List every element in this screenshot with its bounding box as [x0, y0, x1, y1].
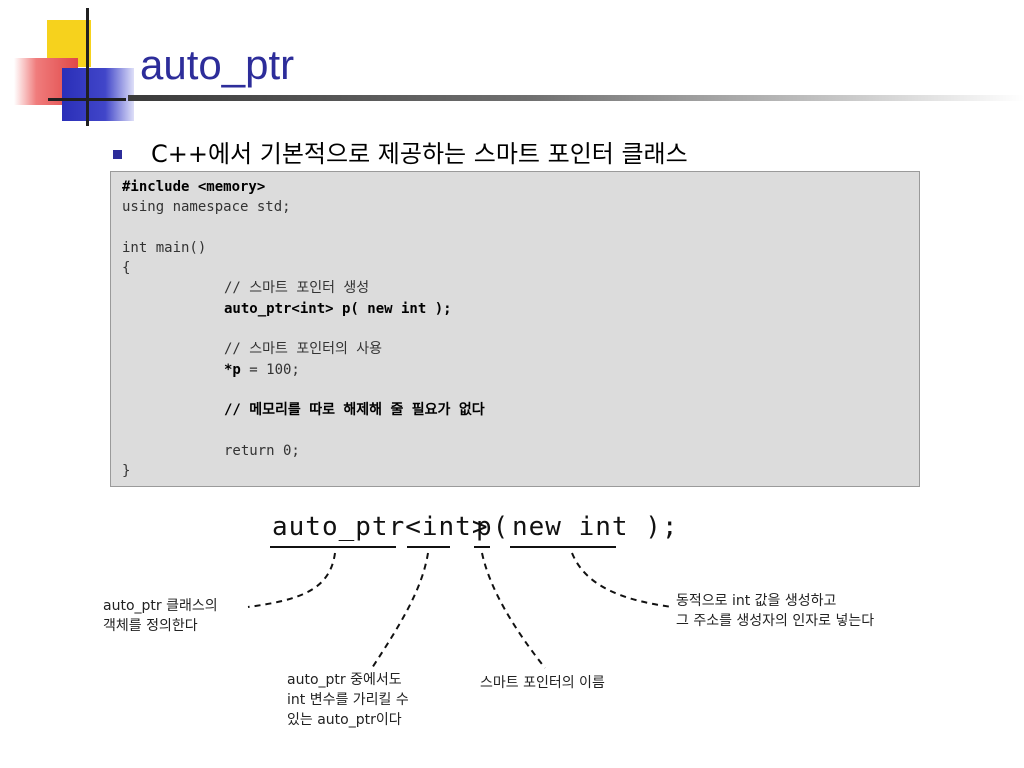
code-assign-rest: = 100;: [240, 361, 300, 378]
note-alloc-line1: 동적으로 int 값을 생성하고: [676, 593, 837, 609]
slide-title: auto_ptr: [140, 41, 295, 88]
decor-vertical-line: [86, 8, 89, 126]
note-class-line2: 객체를 정의한다: [103, 618, 198, 634]
bullet-text: C++에서 기본적으로 제공하는 스마트 포인터 클래스: [151, 140, 688, 168]
note-type-line3: 있는 auto_ptr이다: [287, 712, 402, 728]
code-line-declaration: auto_ptr<int> p( new int );: [224, 300, 452, 317]
code-line-assign: *p = 100;: [122, 360, 908, 380]
note-class-line1: auto_ptr 클래스의: [103, 598, 218, 614]
note-template-type: auto_ptr 중에서도 int 변수를 가리킬 수 있는 auto_ptr이…: [287, 670, 409, 730]
note-class-object: auto_ptr 클래스의 객체를 정의한다: [103, 596, 218, 636]
code-line-return: return 0;: [224, 442, 300, 459]
code-deref-token: *p: [224, 361, 241, 378]
arrow-type: [371, 552, 429, 669]
title-underline-rule: [128, 95, 1024, 101]
note-type-line2: int 변수를 가리킬 수: [287, 692, 409, 708]
note-alloc-line2: 그 주소를 생성자의 인자로 넣는다: [676, 613, 875, 629]
code-line-blank: [122, 218, 908, 238]
square-bullet-icon: [113, 150, 122, 159]
handwritten-new-part: new int );: [512, 512, 679, 542]
code-line-main: int main(): [122, 239, 207, 256]
arrow-class: [247, 552, 336, 608]
decor-horizontal-line: [48, 98, 126, 101]
code-line-comment-use: // 스마트 포인터의 사용: [224, 341, 383, 358]
code-line-comment-create: // 스마트 포인터 생성: [224, 280, 370, 297]
note-pointer-name: 스마트 포인터의 이름: [480, 675, 605, 691]
arrow-name: [481, 552, 546, 669]
handwritten-name-part: p(: [476, 512, 510, 542]
code-line-open-brace: {: [122, 260, 131, 277]
handwritten-type-part: auto_ptr<int>: [272, 512, 489, 542]
code-line-include: #include <memory>: [122, 179, 266, 195]
code-line-comment-free: // 메모리를 따로 해제해 줄 필요가 없다: [224, 402, 485, 419]
code-line-blank: [122, 380, 908, 400]
code-line-blank: [122, 319, 908, 339]
code-line-close-brace: }: [122, 463, 131, 480]
note-type-line1: auto_ptr 중에서도: [287, 672, 402, 688]
arrow-new: [571, 552, 673, 608]
code-line-blank: [122, 421, 908, 441]
decor-blue-square: [62, 68, 134, 121]
code-block: #include <memory> using namespace std; i…: [110, 171, 920, 487]
code-line-namespace: using namespace std;: [122, 199, 291, 216]
note-dynamic-alloc: 동적으로 int 값을 생성하고 그 주소를 생성자의 인자로 넣는다: [676, 591, 874, 631]
